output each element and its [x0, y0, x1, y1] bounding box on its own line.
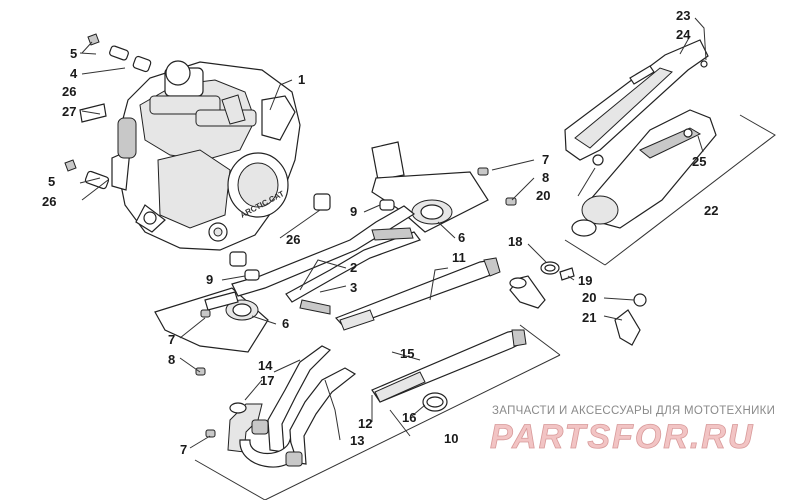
callout-26-top: 26 — [62, 84, 76, 99]
callout-7-left: 7 — [168, 332, 175, 347]
leader-lines — [79, 17, 707, 449]
group-outline-22 — [564, 114, 776, 266]
callout-16: 16 — [402, 410, 416, 425]
callout-9-lower: 9 — [206, 272, 213, 287]
callout-26-lower: 26 — [42, 194, 56, 209]
callout-11: 11 — [452, 250, 466, 265]
callout-14: 14 — [258, 358, 273, 373]
callout-22: 22 — [704, 203, 718, 218]
callout-12: 12 — [358, 416, 372, 431]
callout-3: 3 — [350, 280, 357, 295]
callout-25: 25 — [692, 154, 706, 169]
front-pipes — [227, 345, 357, 468]
callout-19: 19 — [578, 273, 592, 288]
callout-18: 18 — [508, 234, 522, 249]
mid-pipe — [334, 257, 501, 331]
watermark: ЗАПЧАСТИ И АКСЕССУАРЫ ДЛЯ МОТОТЕХНИКИ PA… — [490, 405, 775, 456]
callout-7-right: 7 — [542, 152, 549, 167]
callout-27: 27 — [62, 104, 76, 119]
callout-24: 24 — [676, 27, 691, 42]
callout-21: 21 — [582, 310, 596, 325]
callout-20-lower: 20 — [582, 290, 596, 305]
pipe-clamp — [422, 392, 448, 412]
watermark-logo: PARTSFOR.RU — [490, 418, 754, 456]
callout-20-upper: 20 — [536, 188, 550, 203]
group-outline-10 — [194, 324, 561, 500]
callout-8-right: 8 — [542, 170, 549, 185]
callout-26-mid: 26 — [286, 232, 300, 247]
callout-4: 4 — [70, 66, 78, 81]
callout-17: 17 — [260, 373, 274, 388]
callout-5-top: 5 — [70, 46, 77, 61]
callout-13: 13 — [350, 433, 364, 448]
callout-5-lower: 5 — [48, 174, 55, 189]
muffler-gasket — [540, 261, 560, 275]
watermark-caption: ЗАПЧАСТИ И АКСЕССУАРЫ ДЛЯ МОТОТЕХНИКИ — [492, 405, 775, 417]
callout-2: 2 — [350, 260, 357, 275]
callout-8-left: 8 — [168, 352, 175, 367]
callout-9-upper: 9 — [350, 204, 357, 219]
callout-15: 15 — [400, 346, 414, 361]
callout-6-upper: 6 — [458, 230, 465, 245]
callout-7-bottom: 7 — [180, 442, 187, 457]
bolts — [195, 167, 517, 438]
muffler-assembly — [571, 109, 717, 237]
callout-1: 1 — [298, 72, 305, 87]
engine-assembly: ARCTIC CAT — [111, 60, 301, 251]
callout-6-lower: 6 — [282, 316, 289, 331]
header-pipes — [231, 205, 421, 315]
callouts: 1 2 3 4 5 5 6 6 7 7 7 8 8 9 9 10 11 12 1… — [42, 8, 718, 457]
heat-shield-pipe — [371, 329, 527, 403]
exhaust-spring — [559, 267, 575, 281]
callout-10: 10 — [444, 431, 458, 446]
muffler-heat-shield — [564, 39, 709, 161]
callout-23: 23 — [676, 8, 690, 23]
joint-pipe — [509, 275, 546, 309]
